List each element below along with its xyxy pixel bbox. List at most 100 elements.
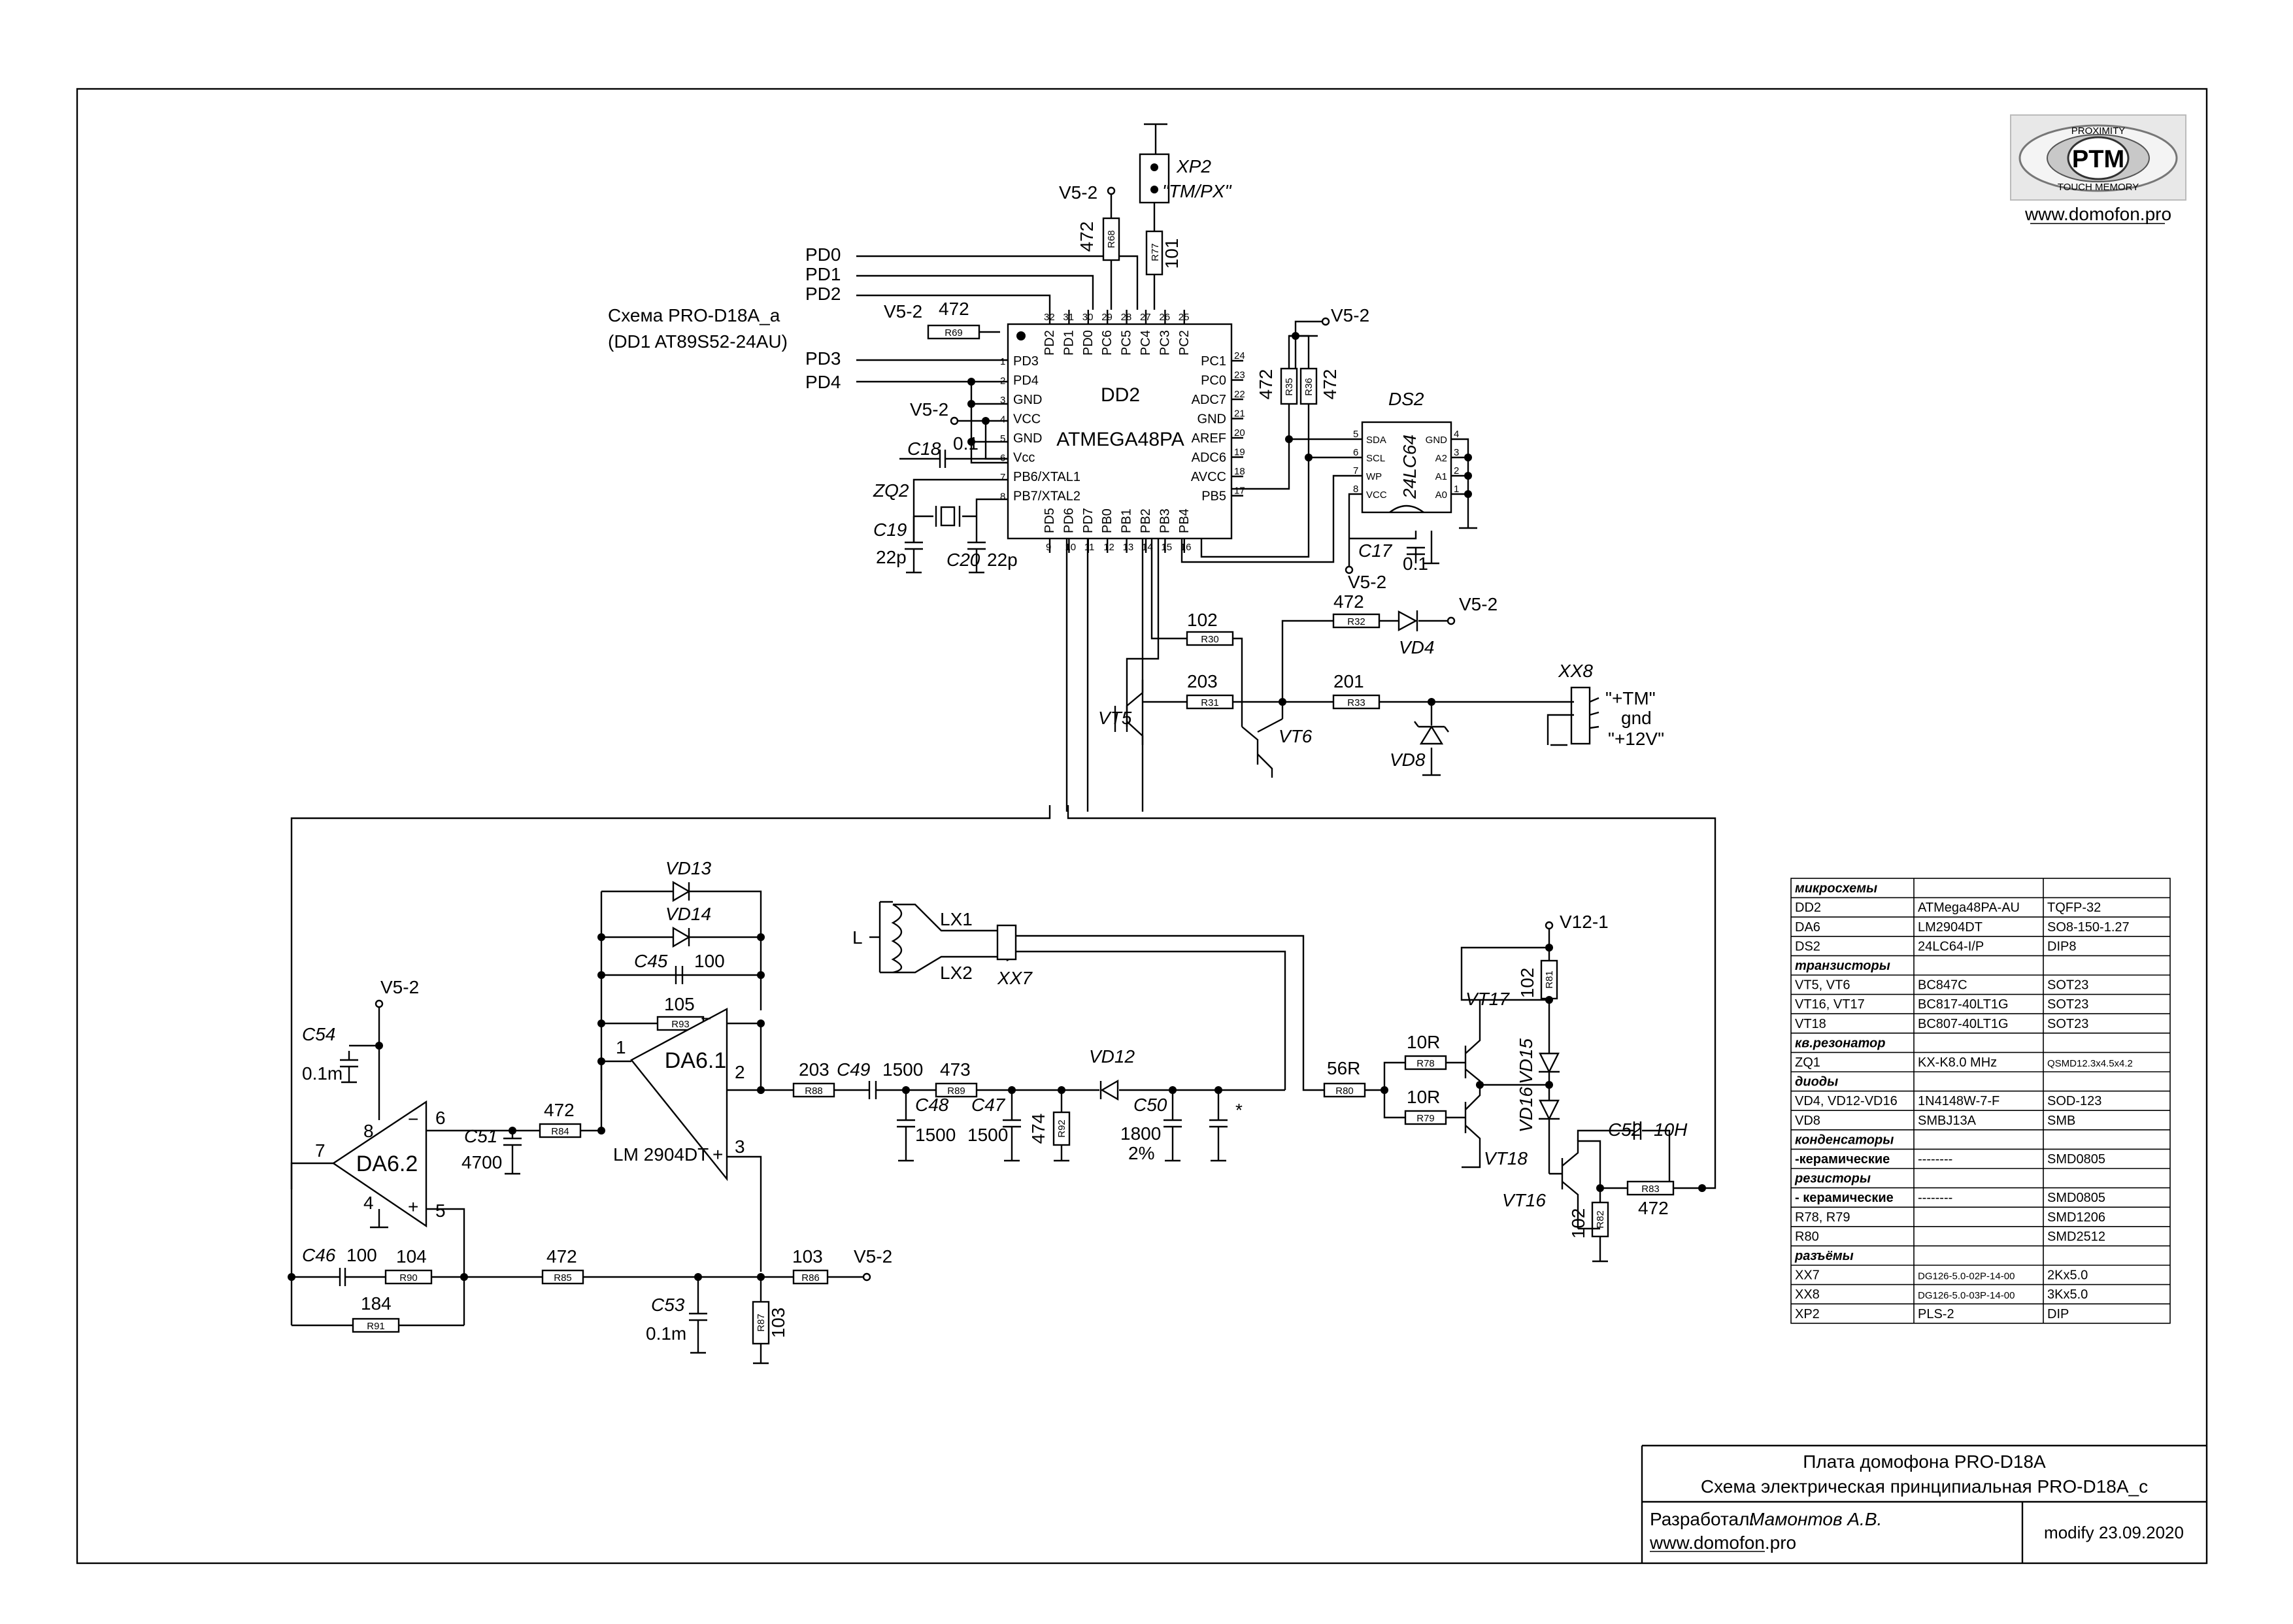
- bom-cell: --------: [1918, 1191, 1952, 1205]
- xx8-connector[interactable]: [1570, 686, 1591, 745]
- bom-cell: SMD0805: [2047, 1191, 2105, 1205]
- eeprom-pin-label: A2: [1435, 453, 1447, 464]
- net-pd2: PD2: [805, 284, 841, 304]
- mcu-pin-label: PD4: [1013, 374, 1039, 388]
- c47-value: 1500: [967, 1125, 1008, 1145]
- bom-cell: SOD-123: [2047, 1094, 2101, 1108]
- bom-cell: VT16, VT17: [1795, 997, 1865, 1012]
- author-name: Мамонтов А.В.: [1749, 1509, 1882, 1529]
- mcu-pin-number: 10: [1065, 542, 1076, 553]
- c17-label: C17: [1358, 540, 1393, 561]
- mcu-pin-number: 30: [1082, 312, 1094, 323]
- c52-label: C52: [1608, 1119, 1642, 1140]
- mcu-pin-label: PC0: [1201, 374, 1226, 388]
- mcu-pin-number: 14: [1142, 542, 1153, 553]
- svg-text:−: −: [408, 1109, 418, 1129]
- eeprom-pin-label: A0: [1435, 489, 1447, 501]
- vd12-label: VD12: [1089, 1046, 1135, 1067]
- vt16-label: VT16: [1502, 1190, 1546, 1210]
- r83-value: 472: [1638, 1198, 1669, 1218]
- bom-cell: LM2904DT: [1918, 920, 1983, 935]
- bom-cell: XX7: [1795, 1268, 1820, 1283]
- mcu-pin-number: 32: [1044, 312, 1055, 323]
- mcu-pin-number: 3: [1000, 395, 1005, 406]
- svg-text:R90: R90: [399, 1272, 418, 1284]
- vd4-label: VD4: [1399, 637, 1434, 657]
- bom-cell: TQFP-32: [2047, 901, 2101, 915]
- bom-cell: VD8: [1795, 1114, 1820, 1128]
- sheet-frame: [76, 88, 2208, 1565]
- r87-value: 103: [768, 1308, 788, 1338]
- net-v52-da62: V5-2: [380, 977, 419, 997]
- mcu-pin-number: 17: [1234, 486, 1245, 497]
- opamp-da62: [331, 1100, 427, 1228]
- mcu-pin-number: 7: [1000, 472, 1005, 483]
- mcu-pin-label: PB6/XTAL1: [1013, 470, 1080, 484]
- mcu-pin-label: AVCC: [1191, 470, 1226, 484]
- bom-cell: KX-K8.0 MHz: [1918, 1055, 1997, 1070]
- mcu-pin-label: ADC6: [1192, 451, 1226, 465]
- bom-cell: -керамические: [1795, 1152, 1890, 1167]
- r82-value: 102: [1568, 1208, 1588, 1239]
- logo-mark: PTM: [2072, 146, 2124, 173]
- opamp-da61: [630, 1007, 728, 1182]
- svg-text:R88: R88: [805, 1085, 823, 1097]
- c54-value: 0.1m: [302, 1063, 343, 1084]
- zq2-label: ZQ2: [873, 480, 909, 501]
- bom-cell: диоды: [1795, 1075, 1838, 1089]
- bom-cell: VT5, VT6: [1795, 978, 1850, 993]
- c50-label: C50: [1133, 1095, 1167, 1115]
- xx8-pin-tm: "+TM": [1605, 688, 1656, 708]
- svg-text:R83: R83: [1641, 1184, 1660, 1195]
- mcu-pin-label: PB1: [1120, 508, 1134, 533]
- bom-cell: 24LC64-I/P: [1918, 939, 1984, 953]
- mcu-pin-label: PD5: [1043, 508, 1057, 533]
- r86-value: 103: [792, 1246, 823, 1267]
- logo-url[interactable]: www.domofon.pro: [2024, 204, 2171, 224]
- xx7-connector[interactable]: [996, 924, 1017, 961]
- bom-cell: транзисторы: [1795, 959, 1890, 973]
- lx1-label: LX1: [940, 909, 973, 929]
- da62-label: DA6.2: [356, 1152, 418, 1176]
- net-v52-vcc: V5-2: [910, 399, 948, 420]
- bom-cell: SOT23: [2047, 978, 2088, 993]
- eeprom-pin-label: GND: [1426, 435, 1448, 446]
- eeprom-pin-number: 2: [1454, 465, 1459, 476]
- r35-value: 472: [1256, 369, 1276, 400]
- c49-label: C49: [837, 1059, 870, 1080]
- xp2-name: "TM/PX": [1162, 181, 1231, 201]
- bom-cell: 2Kx5.0: [2047, 1268, 2088, 1283]
- bom-cell: DIP8: [2047, 939, 2076, 953]
- svg-text:2: 2: [735, 1062, 745, 1082]
- bom-cell: DG126-5.0-03P-14-00: [1918, 1290, 2015, 1301]
- svg-text:+: +: [712, 1144, 723, 1165]
- bom-cell: ZQ1: [1795, 1055, 1820, 1070]
- logo-bottom-text: TOUCH MEMORY: [2058, 182, 2139, 193]
- bom-cell: VD4, VD12-VD16: [1795, 1094, 1898, 1108]
- r30-value: 102: [1187, 610, 1218, 630]
- bom-cell: DD2: [1795, 901, 1821, 915]
- author-site[interactable]: www.domofon.pro: [1649, 1533, 1796, 1553]
- c18-value: 0.1: [953, 433, 979, 454]
- svg-text:+: +: [408, 1197, 418, 1217]
- bom-cell: --------: [1918, 1152, 1952, 1167]
- bom-cell: BC847C: [1918, 978, 1967, 993]
- mcu-pin-number: 18: [1234, 466, 1245, 477]
- mcu-pin-label: GND: [1013, 393, 1042, 407]
- xp2-header[interactable]: [1139, 153, 1170, 204]
- vd8-label: VD8: [1390, 750, 1426, 770]
- mcu-pin-label: PD0: [1081, 330, 1096, 356]
- net-v121: V12-1: [1560, 912, 1609, 932]
- mcu-pin-label: PB5: [1201, 489, 1226, 504]
- c50-tolerance: 2%: [1128, 1143, 1154, 1163]
- vt18-label: VT18: [1484, 1148, 1528, 1168]
- mcu-pin-label: PD7: [1081, 508, 1096, 533]
- bom-cell: DG126-5.0-02P-14-00: [1918, 1271, 2015, 1282]
- mcu-pin-number: 31: [1063, 312, 1074, 323]
- eeprom-pin-label: VCC: [1366, 489, 1387, 501]
- c46-label: C46: [302, 1245, 336, 1265]
- bom-cell: XP2: [1795, 1307, 1820, 1321]
- ds2-label: DS2: [1388, 389, 1424, 409]
- bom-cell: PLS-2: [1918, 1307, 1954, 1321]
